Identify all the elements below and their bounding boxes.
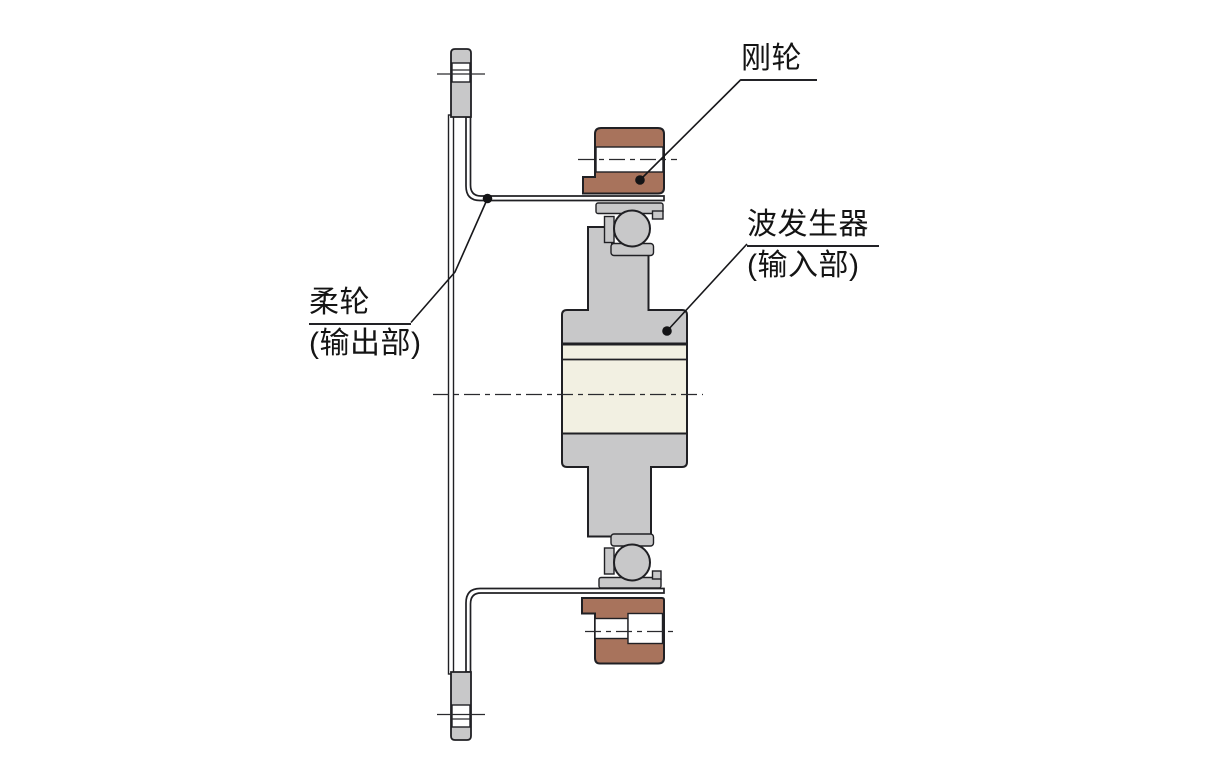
leader-wave-generator: [666, 243, 748, 332]
wave-generator-hub-top: [561, 226, 688, 345]
label-circular-spline: 刚轮: [741, 40, 817, 81]
bearing-cage-bottom: [603, 547, 615, 575]
leader-circular-spline: [639, 78, 742, 181]
bearing-ball-bottom: [613, 543, 651, 582]
flange-boss-bottom-bolt-hole: [451, 704, 471, 728]
bearing-outer-race-bottom-lip: [651, 570, 662, 580]
wave-generator-bore: [561, 343, 688, 435]
label-flexspline: 柔轮 (输出部): [309, 284, 421, 362]
label-wave-generator-line2: (输入部): [747, 249, 860, 282]
label-flexspline-line1: 柔轮: [309, 284, 411, 325]
output-flange-plate: [447, 114, 455, 675]
label-wave-generator: 波发生器 (输入部): [747, 206, 879, 284]
circular-spline-bottom-bolt-hole: [594, 617, 629, 640]
flange-boss-top-bolt-hole: [451, 62, 471, 83]
leader-flexspline: [410, 198, 489, 324]
wave-generator-hub-bottom: [561, 432, 688, 538]
label-circular-spline-text: 刚轮: [741, 40, 817, 81]
flexspline-wall-bottom: [465, 587, 665, 673]
leader-dot-circular-spline: [635, 175, 645, 185]
label-wave-generator-line1: 波发生器: [747, 206, 879, 247]
flexspline-wall-top: [465, 116, 665, 202]
leader-dot-flexspline: [482, 193, 493, 204]
bearing-ball-top: [613, 209, 651, 248]
flange-boss-top: [450, 48, 472, 118]
label-flexspline-line2: (输出部): [309, 327, 422, 360]
bearing-cage-top: [603, 215, 615, 244]
bearing-outer-race-top-lip: [651, 210, 664, 220]
circular-spline-bottom-counterbore: [627, 612, 664, 645]
leader-dot-wave-generator: [662, 326, 672, 336]
